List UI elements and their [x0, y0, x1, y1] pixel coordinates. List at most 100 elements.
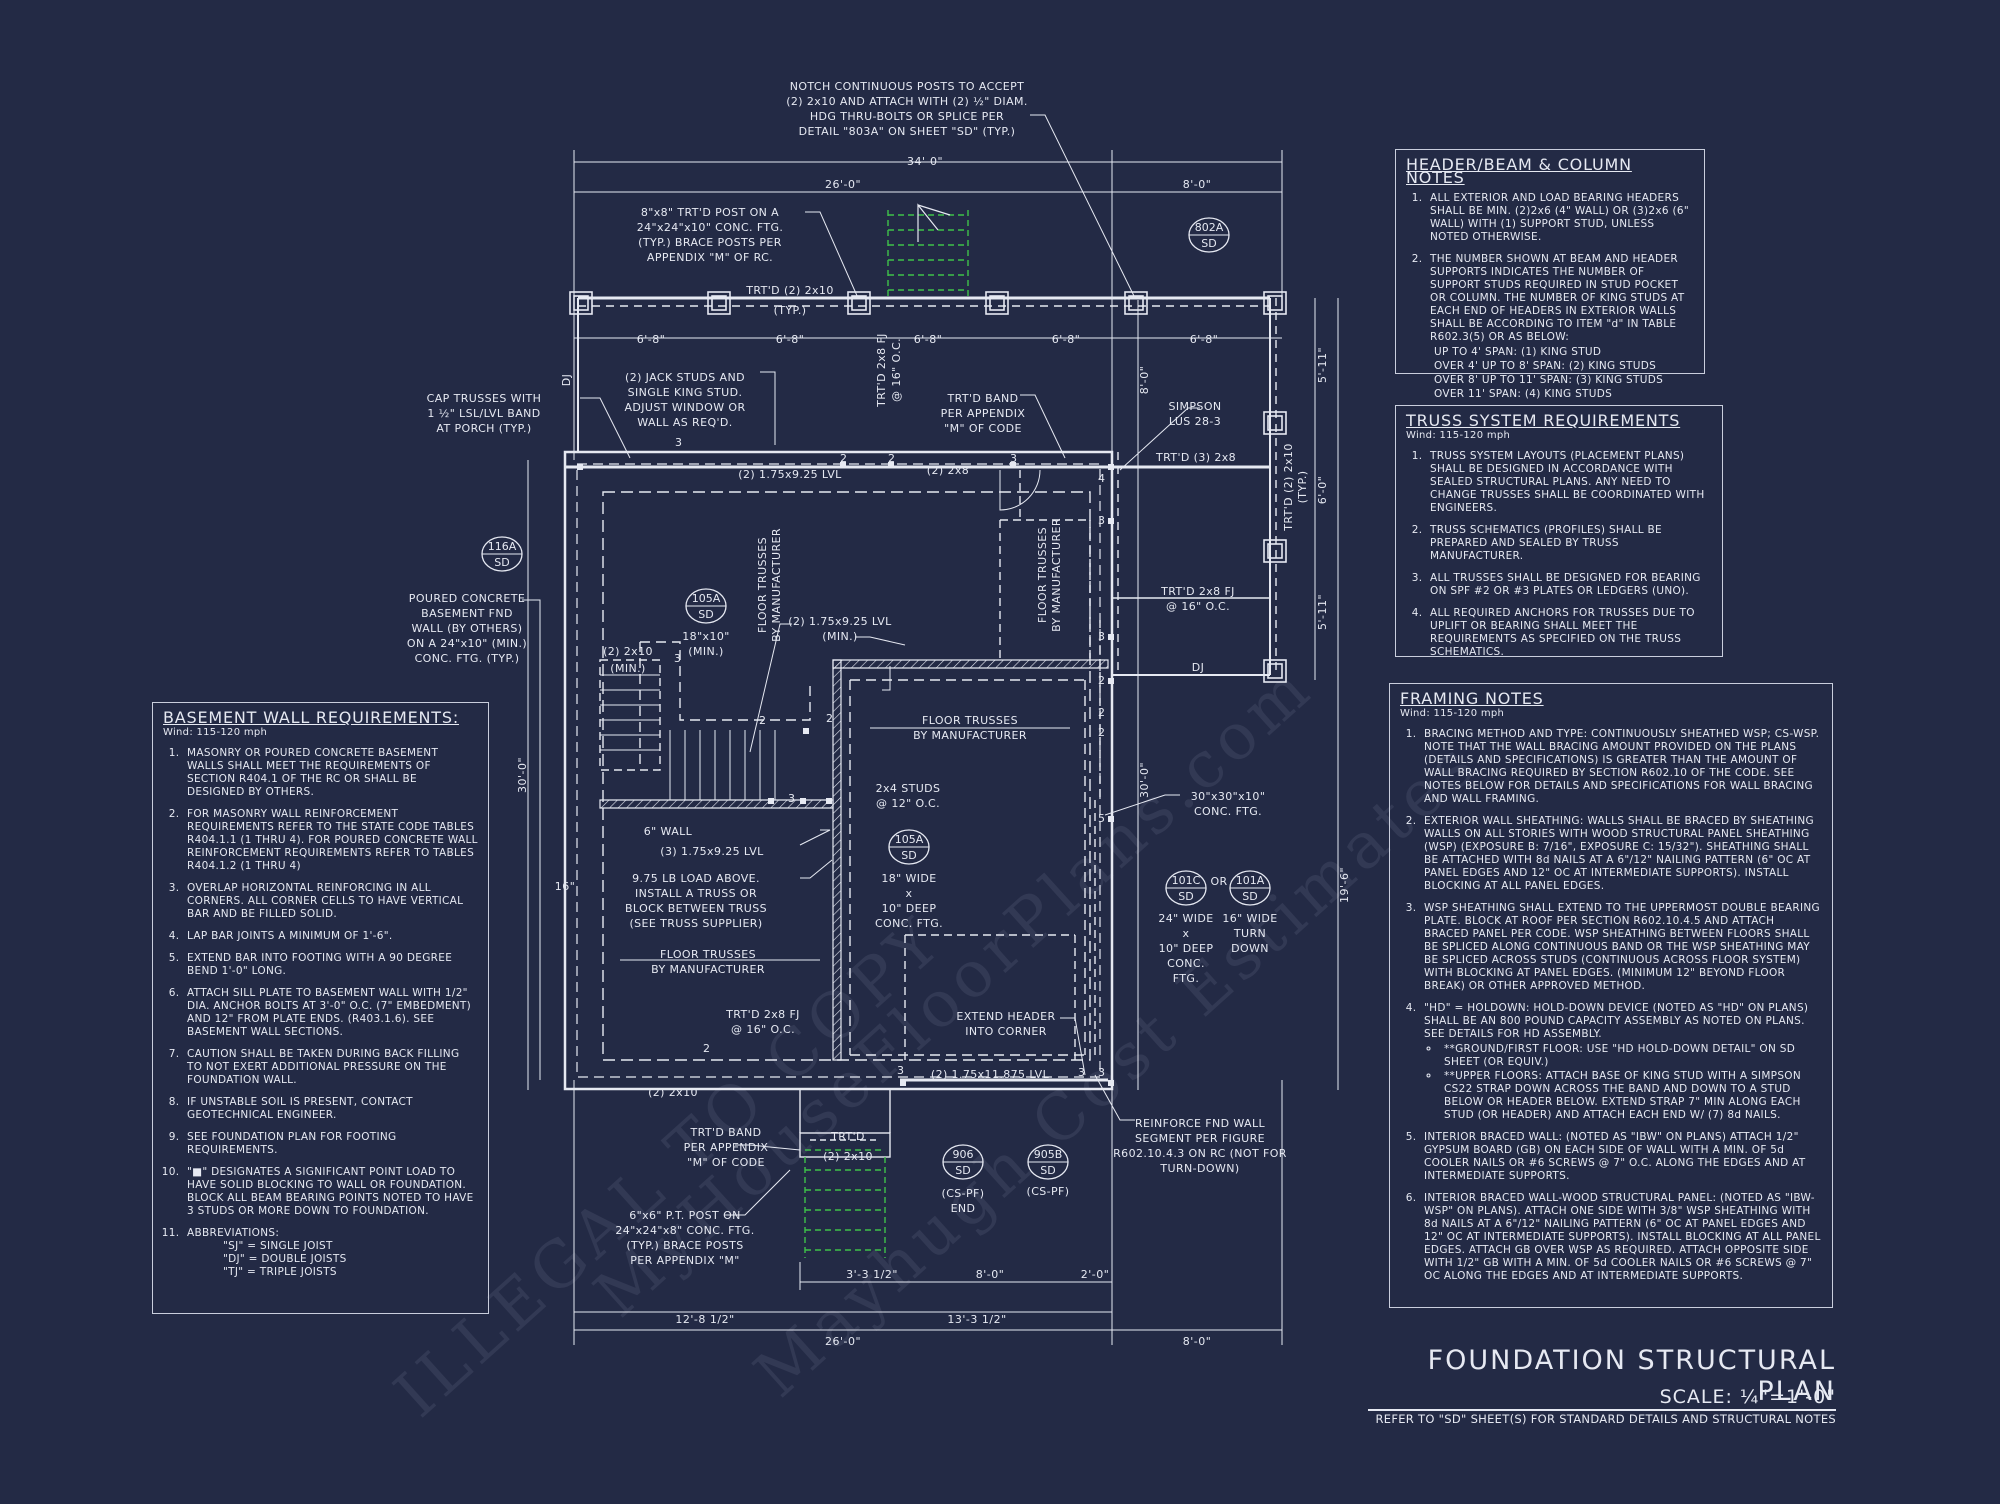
callout-turn-2: TURN — [1233, 927, 1266, 940]
callout-band-bot-2: PER APPENDIX — [684, 1141, 769, 1154]
dim-stoop-b: 8'-0" — [976, 1268, 1005, 1281]
callout-ft-h1-2: BY MANUFACTURER — [913, 729, 1027, 742]
callout-jack-2: SINGLE KING STUD. — [628, 386, 743, 399]
callout-two-2x10-bot: (2) 2x10 — [648, 1086, 698, 1099]
svg-text:SD: SD — [698, 608, 713, 621]
detail-tag-905b: 905B SD — [1027, 1144, 1069, 1180]
framing-note: BRACING METHOD AND TYPE: CONTINUOUSLY SH… — [1420, 728, 1822, 806]
abbreviation: "TJ" = TRIPLE JOISTS — [223, 1266, 337, 1278]
callout-ft-h1-1: FLOOR TRUSSES — [922, 714, 1018, 727]
callout-conc30-1: 30"x30"x10" — [1191, 790, 1266, 803]
framing-note: INTERIOR BRACED WALL: (NOTED AS "IBW" ON… — [1420, 1131, 1822, 1183]
callout-cs-pf-end-1: (CS-PF) — [942, 1187, 985, 1200]
callout-post6-4: PER APPENDIX "M" — [630, 1254, 739, 1267]
svg-text:906: 906 — [953, 1148, 974, 1161]
detail-tag-105a-mid: 105A SD — [888, 829, 930, 865]
dim-top-overall: 34'-0" — [907, 155, 943, 168]
callout-cs-pf: (CS-PF) — [1027, 1185, 1070, 1198]
header-note: ALL EXTERIOR AND LOAD BEARING HEADERS SH… — [1426, 192, 1694, 244]
framing-note: INTERIOR BRACED WALL-WOOD STRUCTURAL PAN… — [1420, 1192, 1822, 1283]
stud-count: 5 — [1098, 812, 1105, 825]
detail-tags: 802A SD 116A SD 105A SD 105A SD 101C SD — [481, 217, 1271, 1180]
framing-note: EXTERIOR WALL SHEATHING: WALLS SHALL BE … — [1420, 815, 1822, 893]
basement-wall-requirements: BASEMENT WALL REQUIREMENTS: Wind: 115-12… — [152, 702, 489, 1314]
basement-note: ATTACH SILL PLATE TO BASEMENT WALL WITH … — [183, 987, 478, 1039]
porch-posts — [569, 291, 1287, 683]
basement-note: IF UNSTABLE SOIL IS PRESENT, CONTACT GEO… — [183, 1096, 478, 1122]
callout-band-top-3: "M" OF CODE — [944, 422, 1022, 435]
callout-poured-5: CONC. FTG. (TYP.) — [415, 652, 520, 665]
callout-trtd-2x10-v-1: TRT'D (2) 2x10 — [1282, 443, 1295, 531]
callout-load-1: 9.75 LB LOAD ABOVE. — [632, 872, 760, 885]
callout-pocket-1: 18"x10" — [682, 630, 729, 643]
dim-bot-mid: 13'-3 1/2" — [947, 1313, 1006, 1326]
callout-jack-3: ADJUST WINDOW OR — [624, 401, 745, 414]
dim-left-vert: 30'-0" — [516, 757, 529, 793]
callout-extend-1: EXTEND HEADER — [956, 1010, 1055, 1023]
detail-tag-906: 906 SD — [942, 1144, 984, 1180]
callout-ft-h2-2: BY MANUFACTURER — [651, 963, 765, 976]
stud-count: 3 — [1098, 630, 1105, 643]
abbreviation: "DJ" = DOUBLE JOISTS — [223, 1253, 347, 1265]
svg-text:905B: 905B — [1034, 1148, 1063, 1161]
dim-porch-a: 5'-11" — [1316, 347, 1329, 383]
dim-bot-overall-right: 8'-0" — [1183, 1335, 1212, 1348]
stud-count: 2 — [1098, 706, 1105, 719]
stud-count: 3 — [674, 652, 681, 665]
callout-post6-1: 6"x6" P.T. POST ON — [629, 1209, 741, 1222]
callout-band-bot-1: TRT'D BAND — [689, 1126, 761, 1139]
svg-text:SD: SD — [1242, 890, 1257, 903]
callout-ftg-a-1: 18" WIDE — [881, 872, 936, 885]
callout-lvl-mid-2: (MIN.) — [822, 630, 857, 643]
stud-count: 2 — [888, 452, 895, 465]
stud-count: 3 — [1010, 452, 1017, 465]
stud-count: 3 — [897, 1064, 904, 1077]
callout-post8-3: (TYP.) BRACE POSTS PER — [638, 236, 782, 249]
stud-count: 3 — [675, 436, 682, 449]
interior-dashed-outline — [602, 491, 1091, 1061]
framing-wind: Wind: 115-120 mph — [1400, 708, 1505, 719]
span-rule: OVER 11' SPAN: (4) KING STUDS — [1434, 388, 1613, 400]
leader-lines — [522, 114, 1200, 1216]
svg-text:SD: SD — [901, 849, 916, 862]
truss-system-requirements: TRUSS SYSTEM REQUIREMENTS Wind: 115-120 … — [1395, 405, 1723, 658]
hd-bullet: **GROUND/FIRST FLOOR: USE "HD HOLD-DOWN … — [1440, 1043, 1822, 1069]
basement-note: SEE FOUNDATION PLAN FOR FOOTING REQUIREM… — [183, 1131, 478, 1157]
dim-pocket: 16" — [555, 880, 576, 893]
callout-post6-3: (TYP.) BRACE POSTS — [626, 1239, 743, 1252]
detail-tag-101a: 101A SD — [1229, 870, 1271, 906]
dim-bay: 6'-8" — [637, 333, 666, 346]
callout-ftg-b-1: 24" WIDE — [1158, 912, 1213, 925]
framing-notes-title: FRAMING NOTES — [1400, 689, 1544, 708]
svg-text:105A: 105A — [895, 833, 924, 846]
callout-fj-lower-2: @ 16" O.C. — [731, 1023, 795, 1036]
stud-counts: 3 2 2 3 4 3 3 2 2 2 5 3 3 3 2 3 3 2 2 — [674, 436, 1105, 1079]
callout-pocket-2: (MIN.) — [688, 645, 723, 658]
callout-turn-3: DOWN — [1231, 942, 1269, 955]
header-note: THE NUMBER SHOWN AT BEAM AND HEADER SUPP… — [1426, 253, 1694, 401]
truss-note: TRUSS SYSTEM LAYOUTS (PLACEMENT PLANS) S… — [1426, 450, 1712, 515]
basement-note: "■" DESIGNATES A SIGNIFICANT POINT LOAD … — [183, 1166, 478, 1218]
watermark: ILLEGAL TO COPY MyHouseFloorPlans.com Ma… — [381, 649, 1492, 1431]
basement-note: EXTEND BAR INTO FOOTING WITH A 90 DEGREE… — [183, 952, 478, 978]
callout-ft-h2-1: FLOOR TRUSSES — [660, 948, 756, 961]
detail-tag-105a-top: 105A SD — [685, 588, 727, 624]
callout-poured-3: WALL (BY OTHERS) — [412, 622, 523, 635]
callout-two-2x10-stoop: (2) 2x10 — [823, 1150, 873, 1163]
svg-text:SD: SD — [1178, 890, 1193, 903]
callout-post6-2: 24"x24"x8" CONC. FTG. — [615, 1224, 754, 1237]
callout-cap-2: 1 ½" LSL/LVL BAND — [427, 407, 540, 420]
detail-tag-802a: 802A SD — [1188, 217, 1230, 253]
callout-load-3: BLOCK BETWEEN TRUSS — [625, 902, 767, 915]
callout-band-top-1: TRT'D BAND — [946, 392, 1018, 405]
stud-count: 2 — [759, 714, 766, 727]
callout-post8-4: APPENDIX "M" OF RC. — [647, 251, 773, 264]
callout-ft-v1-1: FLOOR TRUSSES — [756, 537, 769, 633]
svg-text:105A: 105A — [692, 592, 721, 605]
callout-fj-v-1: TRT'D 2x8 FJ — [875, 333, 888, 408]
abbreviation: "SJ" = SINGLE JOIST — [223, 1240, 333, 1252]
callout-fj-h-2: @ 16" O.C. — [1166, 600, 1230, 613]
dim-right-vert-b: 30'-0" — [1138, 762, 1151, 798]
callout-studs-1: 2x4 STUDS — [876, 782, 941, 795]
